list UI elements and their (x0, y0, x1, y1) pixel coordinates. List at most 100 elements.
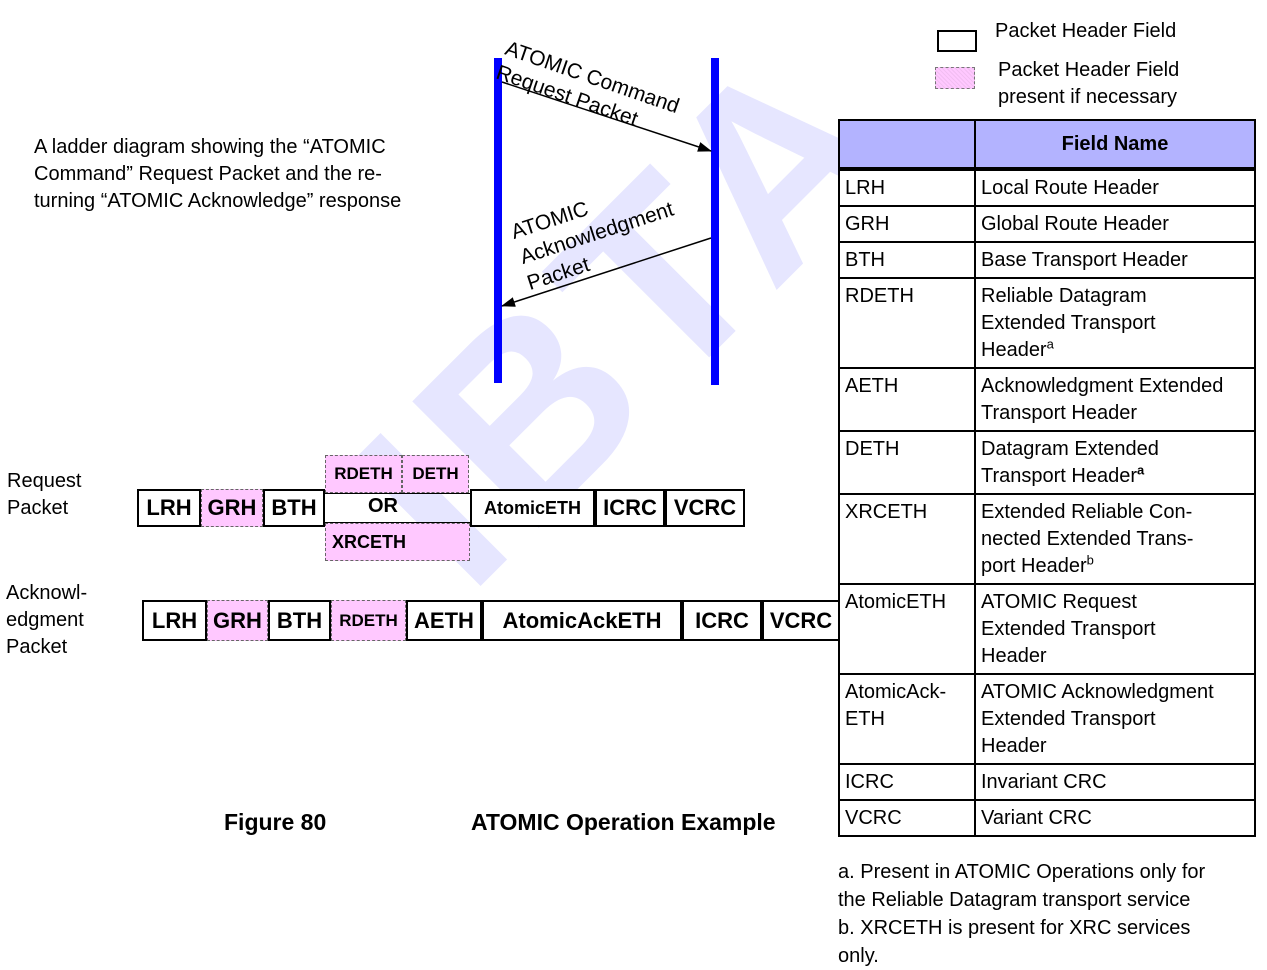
table-row: RDETH Reliable Datagram Extended Transpo… (838, 277, 1256, 369)
name-line: Headera (981, 337, 1249, 364)
ack-packet-label-line: Acknowl- (6, 582, 88, 604)
legend-optional-line: present if necessary (998, 86, 1177, 108)
table-footnotes: a. Present in ATOMIC Operations only for… (838, 858, 1258, 970)
footnote-line: only. (838, 945, 879, 967)
table-cell-abbr: ICRC (838, 763, 976, 801)
req-field-vcrc: VCRC (665, 489, 745, 527)
abbr-line: ETH (845, 708, 885, 730)
footnote-marker: a (1137, 462, 1145, 478)
req-or-label: OR (368, 495, 398, 517)
legend-plain-swatch (937, 30, 977, 52)
table-row: GRH Global Route Header (838, 205, 1256, 243)
name-line: Extended Reliable Con- (981, 501, 1193, 523)
description-line: Command” Request Packet and the re- (34, 163, 382, 185)
table-cell-abbr: AtomicAck- ETH (838, 673, 976, 765)
name-line-text: Header (981, 339, 1047, 361)
name-line: Transport Headera (981, 463, 1249, 490)
table-row: LRH Local Route Header (838, 168, 1256, 207)
name-line: nected Extended Trans- (981, 528, 1194, 550)
legend-optional-label: Packet Header Field present if necessary (998, 57, 1179, 111)
table-row: DETH Datagram Extended Transport Headera (838, 430, 1256, 495)
req-field-grh: GRH (201, 489, 263, 527)
legend-optional-swatch (935, 67, 975, 89)
table-header-field-name: Field Name (974, 119, 1256, 171)
name-line: Extended Transport (981, 618, 1156, 640)
legend-optional-line: Packet Header Field (998, 59, 1180, 81)
footnote-marker: a (1046, 336, 1054, 352)
description-line: turning “ATOMIC Acknowledge” response (34, 190, 402, 212)
table-cell-abbr: BTH (838, 241, 976, 279)
field-name-table: Field Name LRH Local Route Header GRH Gl… (838, 119, 1256, 837)
req-field-atomiceth: AtomicETH (470, 489, 595, 527)
req-field-bth: BTH (263, 489, 325, 527)
table-cell-name: Base Transport Header (974, 241, 1256, 279)
table-cell-name: Reliable Datagram Extended Transport Hea… (974, 277, 1256, 369)
table-cell-name: ATOMIC Request Extended Transport Header (974, 583, 1256, 675)
table-row: AtomicAck- ETH ATOMIC Acknowledgment Ext… (838, 673, 1256, 765)
footnote-marker: b (1086, 552, 1094, 568)
table-cell-abbr: LRH (838, 168, 976, 207)
table-cell-name: Datagram Extended Transport Headera (974, 430, 1256, 495)
name-line-text: port Header (981, 555, 1087, 577)
name-line: Header (981, 735, 1047, 757)
table-row: VCRC Variant CRC (838, 799, 1256, 837)
request-label-line: Request (7, 470, 82, 492)
ack-field-icrc: ICRC (682, 600, 762, 641)
table-cell-name: Invariant CRC (974, 763, 1256, 801)
ack-field-vcrc: VCRC (762, 600, 840, 641)
table-cell-name: ATOMIC Acknowledgment Extended Transport… (974, 673, 1256, 765)
table-cell-name: Acknowledgment Extended Transport Header (974, 367, 1256, 432)
ack-field-atomicacketh: AtomicAckETH (482, 600, 682, 641)
table-row: XRCETH Extended Reliable Con- nected Ext… (838, 493, 1256, 585)
name-line: Transport Header (981, 402, 1137, 424)
footnote-line: the Reliable Datagram transport service (838, 889, 1191, 911)
table-header-row: Field Name (838, 119, 1256, 171)
ack-packet-label-line: Packet (6, 636, 68, 658)
name-line: Reliable Datagram (981, 285, 1147, 307)
table-cell-abbr: AtomicETH (838, 583, 976, 675)
req-field-icrc: ICRC (595, 489, 665, 527)
table-cell-abbr: GRH (838, 205, 976, 243)
name-line: Header (981, 645, 1047, 667)
description-line: A ladder diagram showing the “ATOMIC (34, 136, 386, 158)
figure-number: Figure 80 (224, 809, 327, 835)
name-line: Datagram Extended (981, 438, 1159, 460)
request-label-line: Packet (7, 497, 69, 519)
name-line: ATOMIC Request (981, 591, 1137, 613)
name-line: Extended Transport (981, 312, 1156, 334)
table-row: AETH Acknowledgment Extended Transport H… (838, 367, 1256, 432)
ack-arrow (501, 237, 712, 307)
ack-field-aeth: AETH (406, 600, 482, 641)
request-packet-label: Request Packet (7, 468, 82, 522)
req-field-xrceth: XRCETH (325, 523, 470, 561)
figure-title: ATOMIC Operation Example (471, 809, 776, 835)
table-header-blank (838, 119, 976, 171)
ack-field-lrh: LRH (142, 600, 207, 641)
name-line: Acknowledgment Extended (981, 375, 1224, 397)
footnote-line: a. Present in ATOMIC Operations only for (838, 861, 1206, 883)
table-cell-abbr: DETH (838, 430, 976, 495)
ack-field-rdeth: RDETH (331, 600, 406, 641)
table-cell-abbr: VCRC (838, 799, 976, 837)
legend-plain-label: Packet Header Field (995, 20, 1177, 42)
table-row: BTH Base Transport Header (838, 241, 1256, 279)
table-cell-abbr: XRCETH (838, 493, 976, 585)
req-field-rdeth: RDETH (325, 455, 402, 493)
ack-packet-label-line: edgment (6, 609, 84, 631)
table-cell-name: Variant CRC (974, 799, 1256, 837)
footnote-line: b. XRCETH is present for XRC services (838, 917, 1191, 939)
name-line: Extended Transport (981, 708, 1156, 730)
ack-field-grh: GRH (207, 600, 268, 641)
req-field-deth: DETH (402, 455, 469, 493)
table-cell-name: Global Route Header (974, 205, 1256, 243)
diagram-description: A ladder diagram showing the “ATOMIC Com… (34, 134, 401, 215)
abbr-line: AtomicAck- (845, 681, 947, 703)
ack-packet-label: Acknowl- edgment Packet (6, 580, 87, 661)
name-line: ATOMIC Acknowledgment (981, 681, 1214, 703)
name-line-text: Transport Header (981, 465, 1137, 487)
table-cell-abbr: RDETH (838, 277, 976, 369)
name-line: port Headerb (981, 553, 1249, 580)
ack-field-bth: BTH (268, 600, 331, 641)
table-row: ICRC Invariant CRC (838, 763, 1256, 801)
